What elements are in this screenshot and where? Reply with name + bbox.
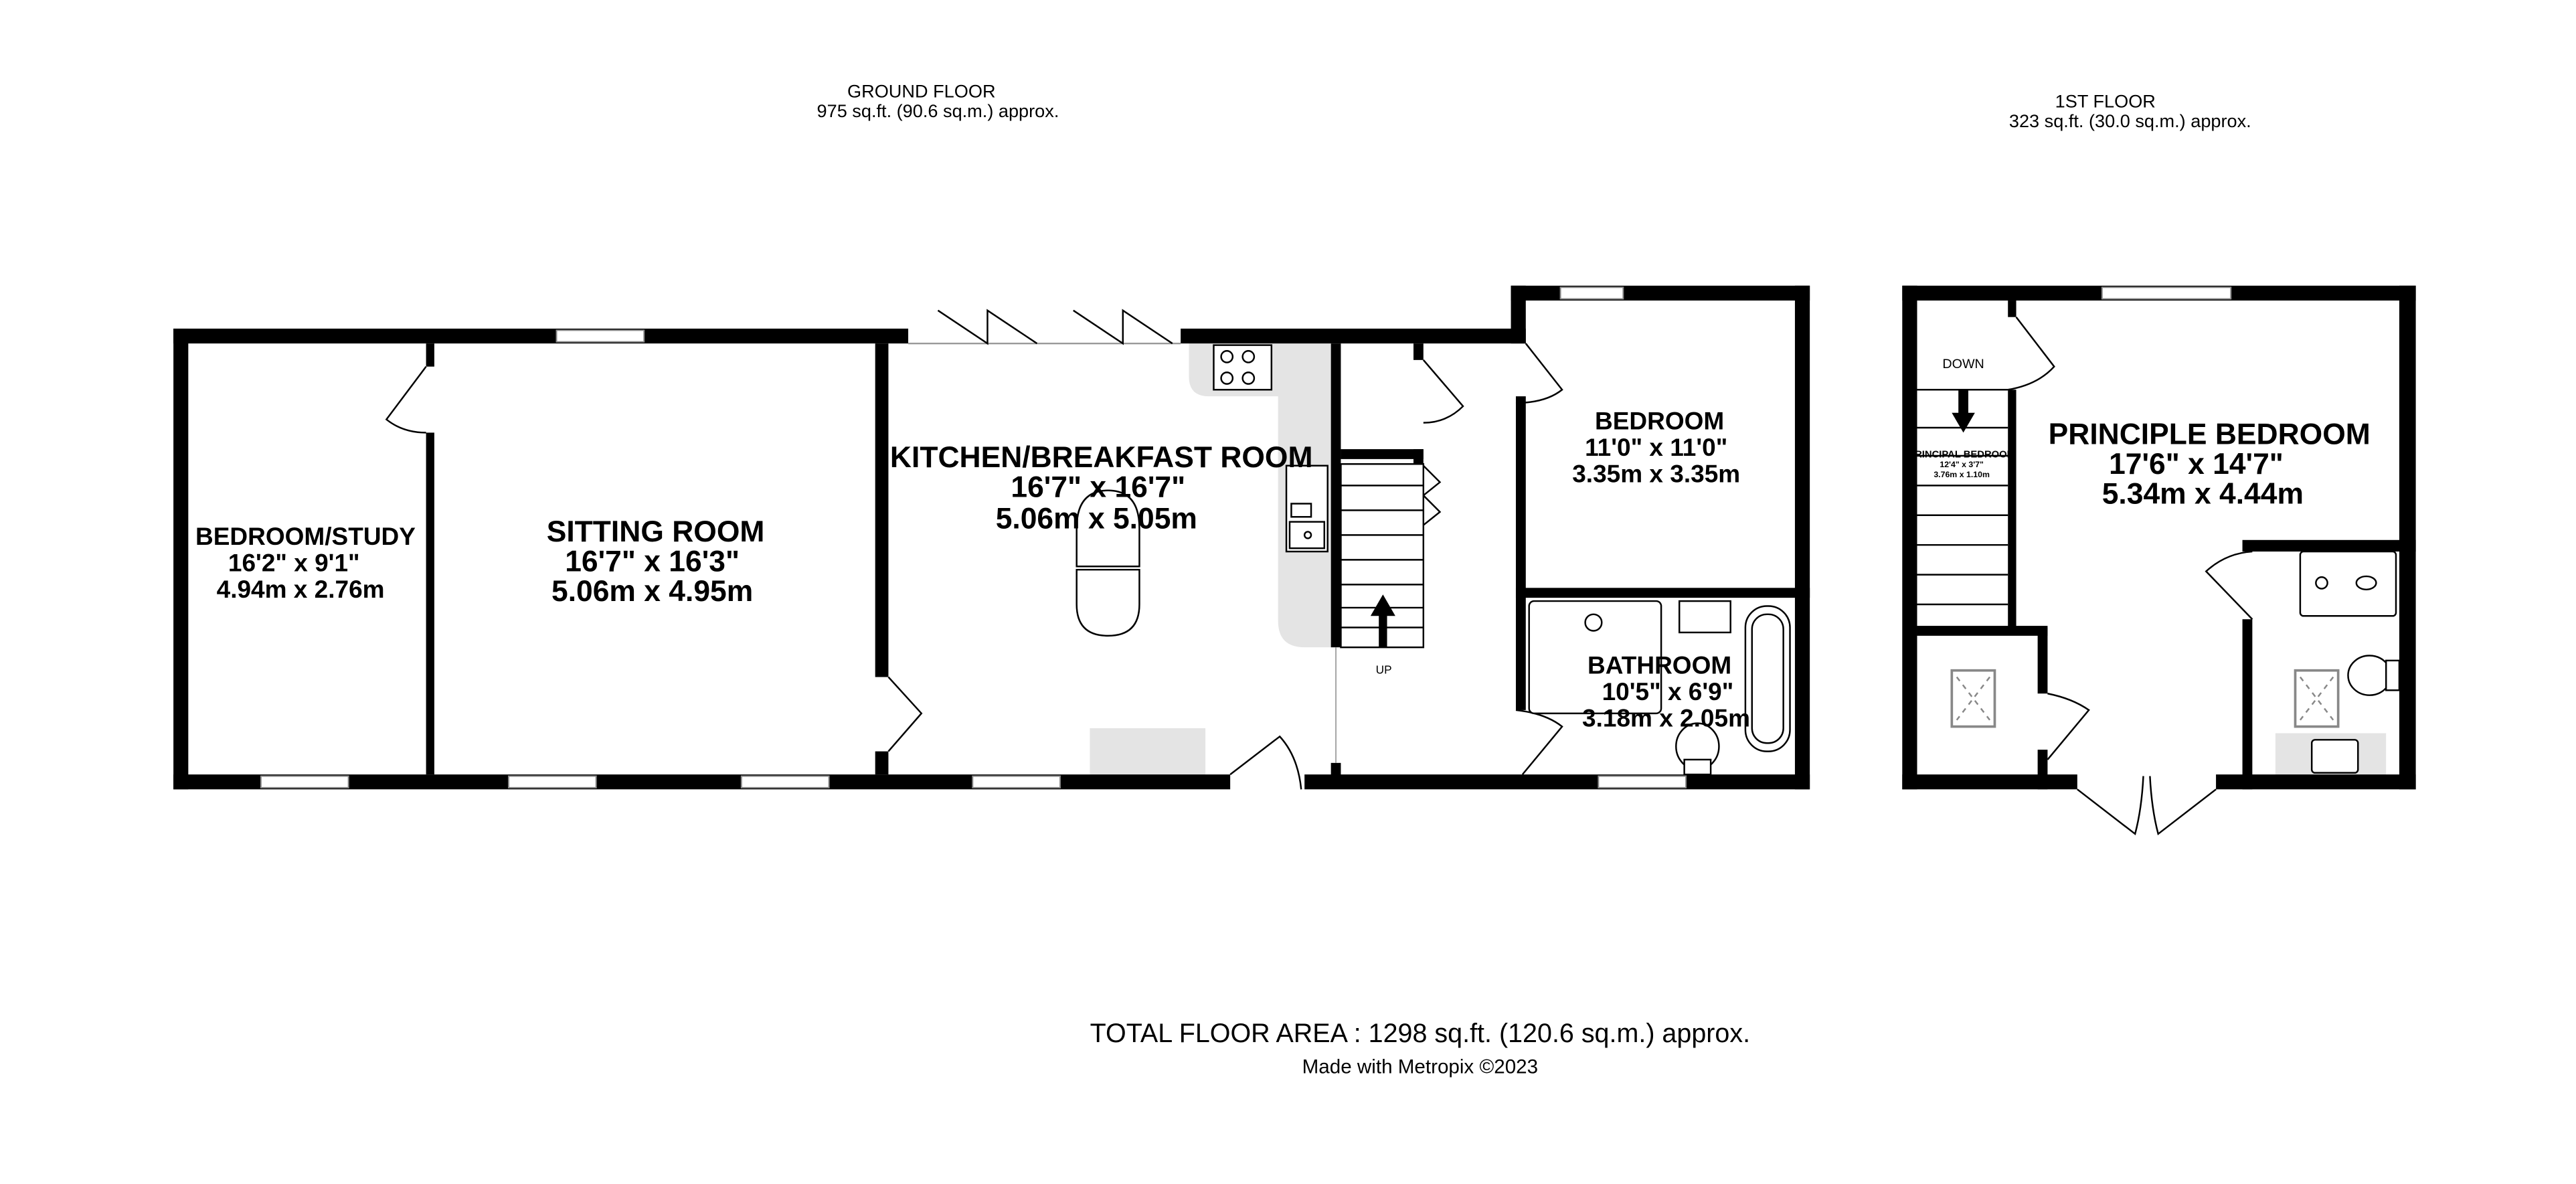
svg-text:12'4" x 3'7": 12'4" x 3'7" — [1940, 460, 1984, 469]
kitchen-island-icon — [1076, 489, 1140, 637]
window — [1598, 775, 1687, 788]
kitchen-sink-icon — [1285, 464, 1328, 553]
bathroom-fixtures — [1528, 600, 1791, 776]
svg-text:16'7" x 16'3": 16'7" x 16'3" — [565, 545, 740, 578]
svg-text:5.34m x 4.44m: 5.34m x 4.44m — [2102, 478, 2304, 511]
toilet-icon — [2347, 655, 2392, 696]
svg-text:10'5" x 6'9": 10'5" x 6'9" — [1602, 678, 1734, 705]
room-label-bedroom: BEDROOM 11'0" x 11'0" 3.35m x 3.35m — [1572, 407, 1740, 487]
window — [507, 775, 597, 788]
window — [972, 775, 1061, 788]
room-label-principal-bedroom-stair: PRINCIPAL BEDROOM 12'4" x 3'7" 3.76m x 1… — [1908, 449, 2015, 479]
svg-text:3.76m x 1.10m: 3.76m x 1.10m — [1934, 470, 1990, 479]
svg-text:16'7" x 16'7": 16'7" x 16'7" — [1011, 471, 1185, 504]
svg-text:11'0" x 11'0": 11'0" x 11'0" — [1585, 434, 1727, 461]
total-floor-area: TOTAL FLOOR AREA : 1298 sq.ft. (120.6 sq… — [1090, 1019, 1750, 1048]
arrow-down-icon — [1952, 412, 1975, 433]
ground-floor-plan: UP — [173, 285, 1810, 790]
staircase-down — [1917, 389, 2008, 606]
kitchen-unit — [1090, 728, 1206, 775]
svg-text:17'6" x 14'7": 17'6" x 14'7" — [2109, 448, 2284, 481]
room-label-sitting-room: SITTING ROOM 16'7" x 16'3" 5.06m x 4.95m — [547, 515, 765, 608]
window — [740, 775, 830, 788]
window — [555, 329, 645, 343]
room-label-principle-bedroom: PRINCIPLE BEDROOM 17'6" x 14'7" 5.34m x … — [2049, 418, 2371, 511]
svg-text:KITCHEN/BREAKFAST ROOM: KITCHEN/BREAKFAST ROOM — [890, 441, 1313, 474]
svg-text:SITTING ROOM: SITTING ROOM — [547, 515, 765, 548]
svg-text:BEDROOM/STUDY: BEDROOM/STUDY — [195, 523, 416, 550]
basin-icon — [2310, 739, 2359, 774]
hob-icon — [1213, 344, 1273, 391]
window — [1559, 286, 1624, 300]
room-label-bathroom: BATHROOM 10'5" x 6'9" 3.18m x 2.05m — [1582, 652, 1750, 732]
room-label-bedroom-study: BEDROOM/STUDY 16'2" x 9'1" 4.94m x 2.76m — [195, 523, 416, 603]
svg-text:BEDROOM: BEDROOM — [1595, 407, 1724, 434]
stair-up-label: UP — [1376, 663, 1392, 677]
first-floor-title: 1ST FLOOR — [2055, 90, 2156, 111]
first-floor-plan: DOWN PRINCIPAL BEDROOM 12'4" x 3'7" 3.76… — [1902, 285, 2416, 836]
svg-text:3.18m x 2.05m: 3.18m x 2.05m — [1582, 705, 1750, 732]
ground-floor-title: GROUND FLOOR — [847, 81, 996, 102]
door-swings — [2008, 316, 2253, 836]
door-swings — [385, 343, 1563, 790]
metropix-credit: Made with Metropix ©2023 — [1302, 1056, 1538, 1078]
svg-text:PRINCIPAL BEDROOM: PRINCIPAL BEDROOM — [1908, 449, 2015, 460]
skylight-icon — [2294, 669, 2340, 728]
first-floor-area: 323 sq.ft. (30.0 sq.m.) approx. — [2009, 110, 2251, 131]
svg-text:BATHROOM: BATHROOM — [1587, 652, 1731, 679]
svg-text:16'2" x 9'1": 16'2" x 9'1" — [228, 549, 360, 577]
svg-text:4.94m x 2.76m: 4.94m x 2.76m — [217, 576, 385, 603]
bifold-doors — [908, 309, 1181, 345]
skylight-icon — [1950, 669, 1996, 728]
stair-down-label: DOWN — [1942, 357, 1984, 371]
shower-icon — [1528, 600, 1662, 715]
kitchen-worktop — [1189, 343, 1331, 648]
svg-text:PRINCIPLE BEDROOM: PRINCIPLE BEDROOM — [2049, 418, 2371, 451]
room-label-kitchen-breakfast-room: KITCHEN/BREAKFAST ROOM 16'7" x 16'7" 5.0… — [890, 441, 1313, 535]
svg-text:5.06m x 5.05m: 5.06m x 5.05m — [996, 503, 1197, 535]
staircase-up — [1335, 463, 1425, 763]
arrow-up-icon — [1370, 594, 1395, 616]
svg-text:5.06m x 4.95m: 5.06m x 4.95m — [551, 575, 753, 608]
svg-text:3.35m x 3.35m: 3.35m x 3.35m — [1572, 460, 1740, 487]
basin-icon — [1678, 600, 1731, 634]
window — [2101, 286, 2232, 300]
shower-icon — [2299, 550, 2397, 617]
ground-floor-area: 975 sq.ft. (90.6 sq.m.) approx. — [817, 100, 1059, 121]
window — [260, 775, 349, 788]
